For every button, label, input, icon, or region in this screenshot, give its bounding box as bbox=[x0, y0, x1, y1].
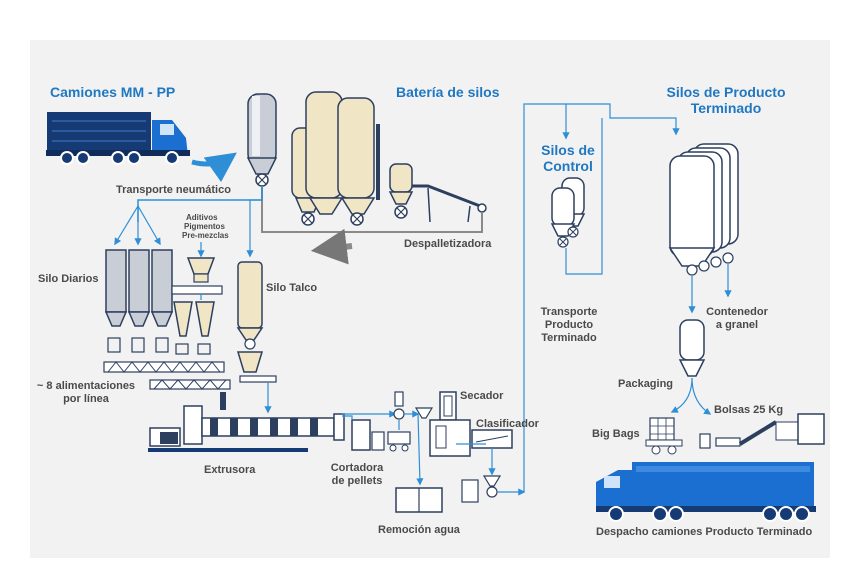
label-extruder: Extrusora bbox=[204, 464, 256, 476]
packaging-silo-icon bbox=[678, 319, 706, 377]
label-finished-transport-line3: Terminado bbox=[541, 332, 597, 344]
label-pellet-cutter-line1: Cortadora bbox=[330, 462, 384, 474]
additives-hoppers-icon bbox=[171, 257, 223, 355]
label-depalletizer: Despalletizadora bbox=[404, 238, 492, 250]
incoming-truck-icon bbox=[46, 112, 190, 165]
finished-product-silos-icon bbox=[668, 143, 739, 276]
truck-to-silo-arrow bbox=[191, 152, 237, 183]
label-finished-transport-line1: Transporte bbox=[540, 306, 598, 318]
label-daily-silos: Silo Diarios bbox=[38, 273, 99, 285]
title-control-silos-line1: Silos de bbox=[541, 142, 595, 158]
label-talc-silo: Silo Talco bbox=[266, 282, 318, 294]
dryer-icon bbox=[414, 391, 471, 457]
bags-conveyor-icon bbox=[699, 413, 825, 449]
title-finished-silos-line2: Terminado bbox=[690, 100, 762, 116]
label-finished-transport-line2: Producto bbox=[544, 319, 594, 331]
label-dryer: Secador bbox=[460, 390, 504, 402]
dispatch-truck-icon bbox=[596, 462, 816, 522]
label-feeds-line1: ~ 8 alimentaciones bbox=[36, 380, 136, 392]
label-classifier: Clasificador bbox=[476, 418, 539, 430]
label-packaging: Packaging bbox=[618, 378, 674, 390]
label-bulk-container-line1: Contenedor bbox=[706, 306, 768, 318]
daily-silos-icon bbox=[103, 249, 231, 390]
pellet-cutter-icon bbox=[342, 410, 397, 451]
title-finished-silos-line1: Silos de Producto bbox=[666, 84, 786, 100]
talc-silo-icon bbox=[236, 261, 277, 383]
return-arrow bbox=[310, 228, 353, 265]
label-pneumatic-transport: Transporte neumático bbox=[116, 184, 231, 196]
receiving-silo-icon bbox=[246, 93, 278, 187]
classifier-icon bbox=[456, 429, 526, 503]
label-feeds-line2: por línea bbox=[63, 393, 109, 405]
label-bags: Bolsas 25 Kg bbox=[714, 404, 784, 416]
label-pellet-cutter-line2: de pellets bbox=[331, 475, 383, 487]
label-water-removal: Remoción agua bbox=[378, 524, 460, 536]
label-additives-line1: Aditivos bbox=[186, 213, 218, 222]
label-additives-line3: Pre-mezclas bbox=[182, 231, 229, 240]
silo-battery-icon bbox=[291, 91, 487, 226]
title-silo-battery: Batería de silos bbox=[396, 84, 500, 100]
label-big-bags: Big Bags bbox=[592, 428, 640, 440]
label-dispatch: Despacho camiones Producto Terminado bbox=[596, 526, 813, 538]
title-trucks-in: Camiones MM - PP bbox=[50, 84, 176, 100]
water-removal-icon bbox=[387, 391, 443, 513]
title-control-silos-line2: Control bbox=[543, 158, 593, 174]
label-bulk-container-line2: a granel bbox=[715, 319, 759, 331]
label-additives-line2: Pigmentos bbox=[184, 222, 225, 231]
big-bags-icon bbox=[645, 417, 683, 455]
extruder-icon bbox=[148, 392, 345, 452]
control-silos-icon bbox=[550, 177, 586, 248]
